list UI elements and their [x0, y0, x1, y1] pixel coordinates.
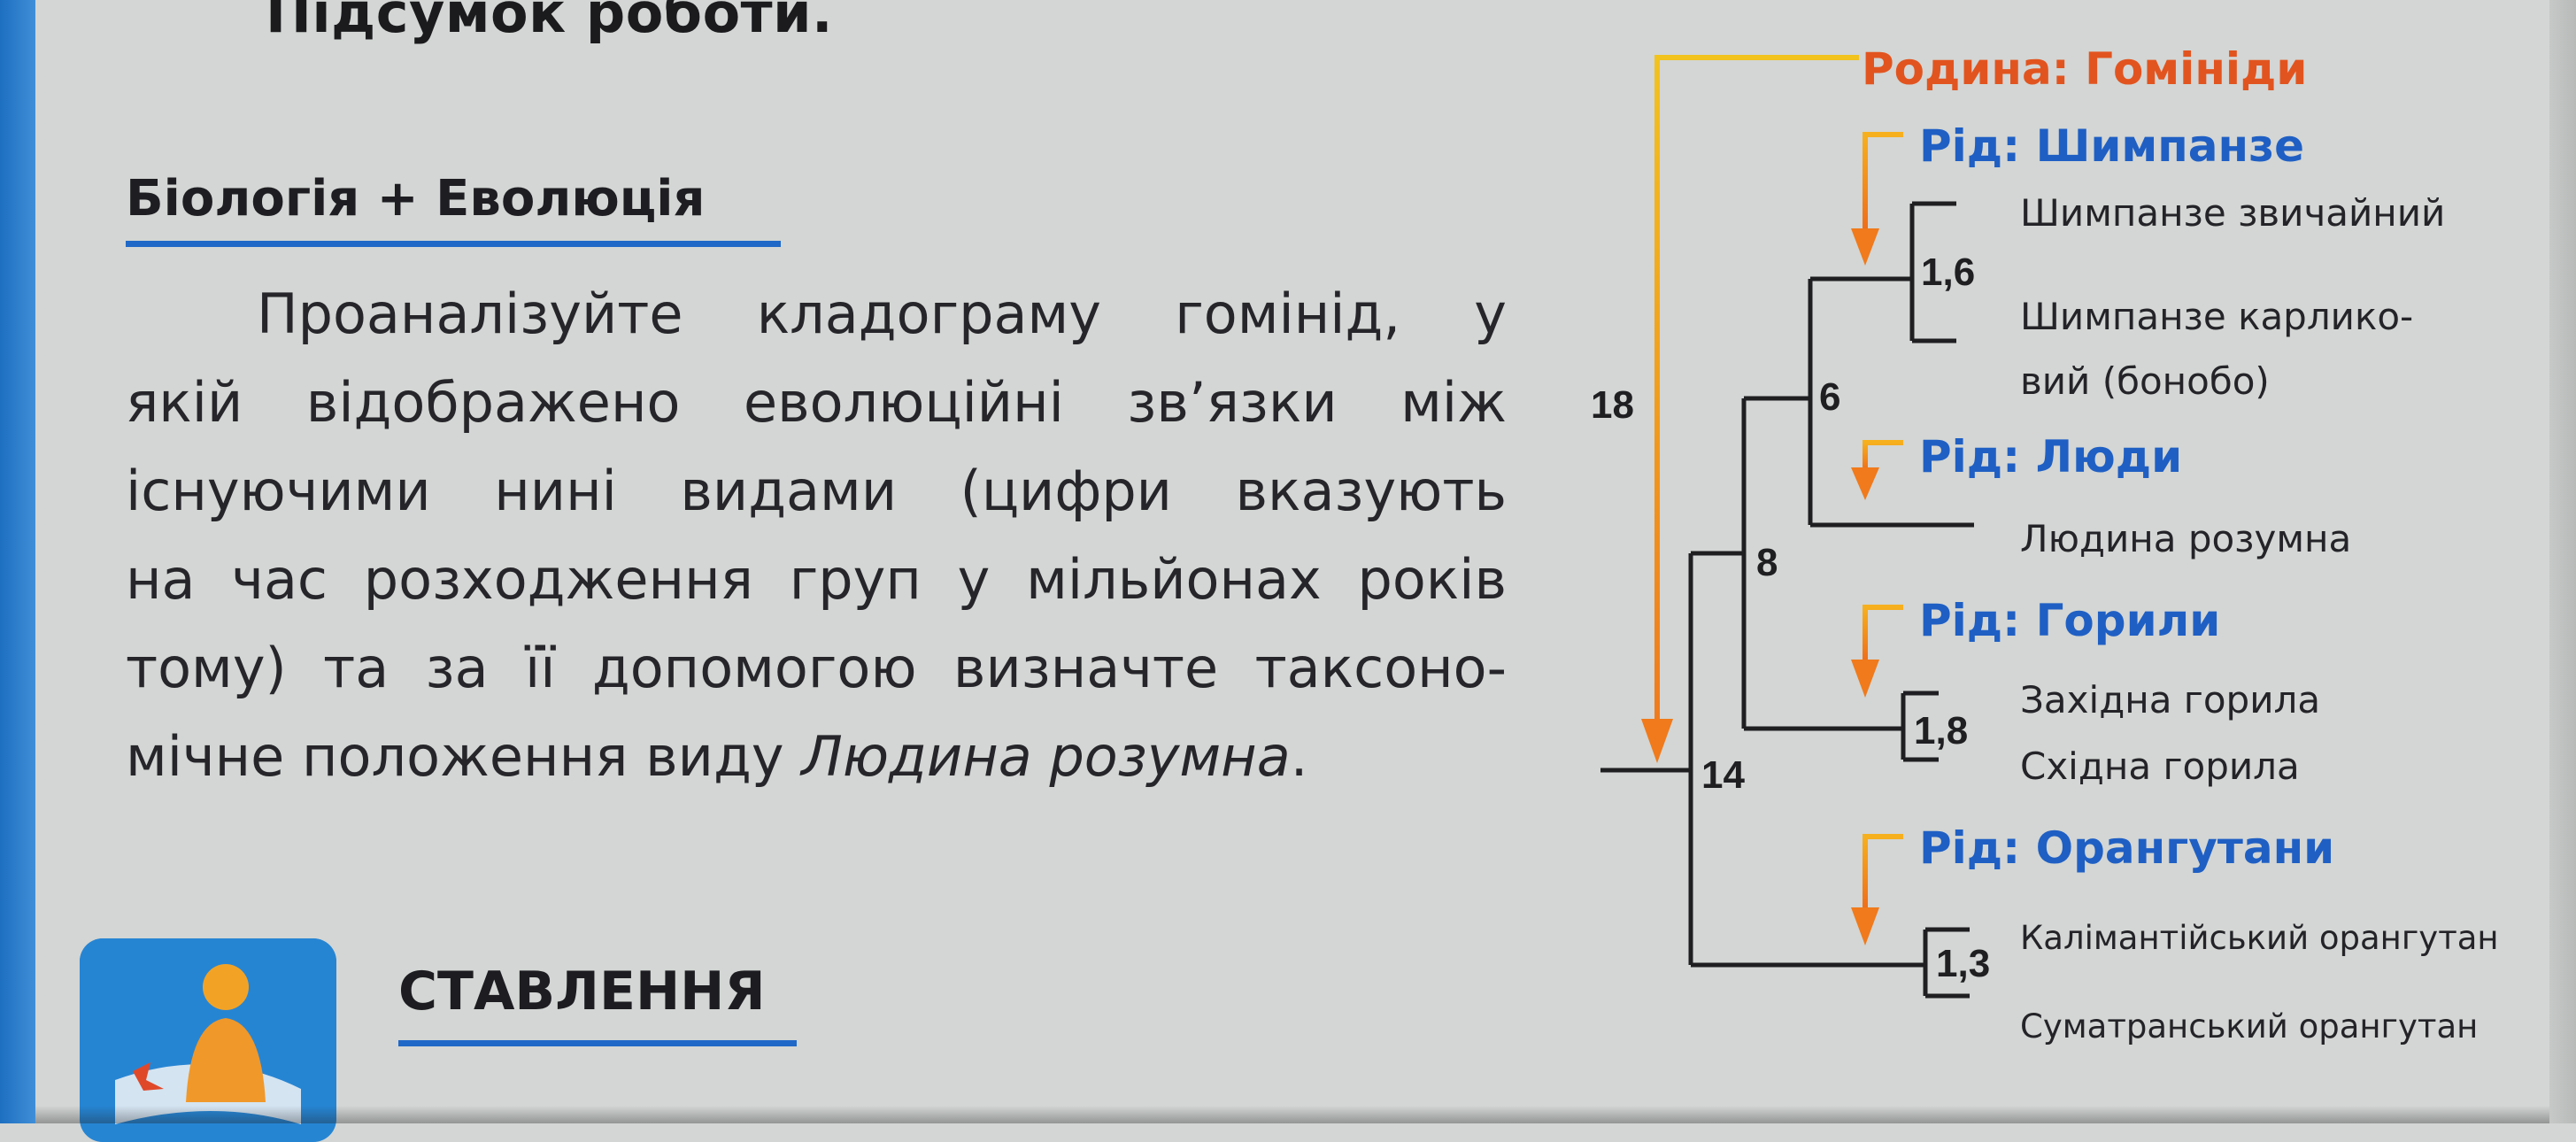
top-heading: Підсумок роботи. — [266, 0, 834, 45]
divergence-label-chimp: 1,6 — [1921, 251, 1975, 294]
genus-label-gorilla: Рід: Горили — [1919, 595, 2220, 646]
species-label: Калімантійський орангутан — [2020, 919, 2499, 957]
paragraph-line-last: мічне положення виду Людина розумна. — [126, 713, 1507, 801]
family-label: Родина: Гомініди — [1862, 43, 2307, 95]
paragraph-end: . — [1290, 724, 1308, 789]
paragraph-text: мічне положення виду — [126, 724, 802, 789]
species-term: Людина розумна — [801, 724, 1291, 789]
species-label: Суматранський орангутан — [2020, 1007, 2478, 1046]
sidebar-strip — [0, 0, 35, 1123]
attitude-label: СТАВЛЕННЯ — [398, 961, 766, 1022]
species-label: Шимпанзе звичайний — [2020, 191, 2445, 235]
paragraph-line: якій відображено еволюційні зв’язки між — [126, 370, 1507, 435]
bottom-shadow — [35, 1106, 2549, 1123]
attitude-icon — [80, 938, 336, 1142]
divergence-label-human-chimp: 6 — [1819, 375, 1840, 419]
paragraph-line: існуючими нині видами (цифри вказують — [126, 459, 1507, 523]
genus-arrow-orangutan — [1851, 834, 1903, 945]
species-label: Людина розумна — [2020, 517, 2351, 560]
genus-arrow-human — [1851, 440, 1903, 500]
attitude-underline — [398, 1040, 797, 1046]
cladogram: 18 14 8 6 1,6 1,8 1,3 Родина: Гомініди Р… — [1591, 43, 2499, 1046]
divergence-label-gorilla: 8 — [1756, 541, 1778, 584]
page-edge — [2549, 0, 2576, 1123]
paragraph-line: на час розходження груп у мільйонах рокі… — [126, 547, 1507, 612]
paragraph-line: тому) та за її допомогою визначте таксон… — [126, 636, 1507, 700]
paragraph-line: Проаналізуйте кладограму гомінід, у — [257, 282, 1507, 346]
genus-label-chimp: Рід: Шимпанзе — [1919, 120, 2304, 172]
species-label: Західна горила — [2020, 678, 2320, 721]
section-underline — [126, 241, 781, 247]
family-arrow — [1641, 55, 1859, 763]
tree-lines — [1600, 201, 1974, 999]
species-label: Шимпанзе карлико- — [2020, 295, 2413, 338]
divergence-label-family: 18 — [1591, 383, 1634, 427]
genus-label-human: Рід: Люди — [1919, 431, 2182, 482]
divergence-label-gorilla-species: 1,8 — [1914, 709, 1968, 752]
divergence-label-orangutan: 14 — [1701, 753, 1745, 797]
genus-arrow-chimp — [1851, 132, 1903, 266]
genus-arrow-gorilla — [1851, 605, 1903, 698]
task-paragraph: Проаналізуйте кладограму гомінід, у якій… — [126, 270, 1507, 801]
section-title: Біологія + Еволюція — [126, 170, 706, 228]
divergence-label-orangutan-species: 1,3 — [1936, 942, 1990, 985]
genus-label-orangutan: Рід: Орангутани — [1919, 822, 2334, 874]
species-label: вий (бонобо) — [2020, 359, 2270, 403]
species-label: Східна горила — [2020, 745, 2300, 788]
